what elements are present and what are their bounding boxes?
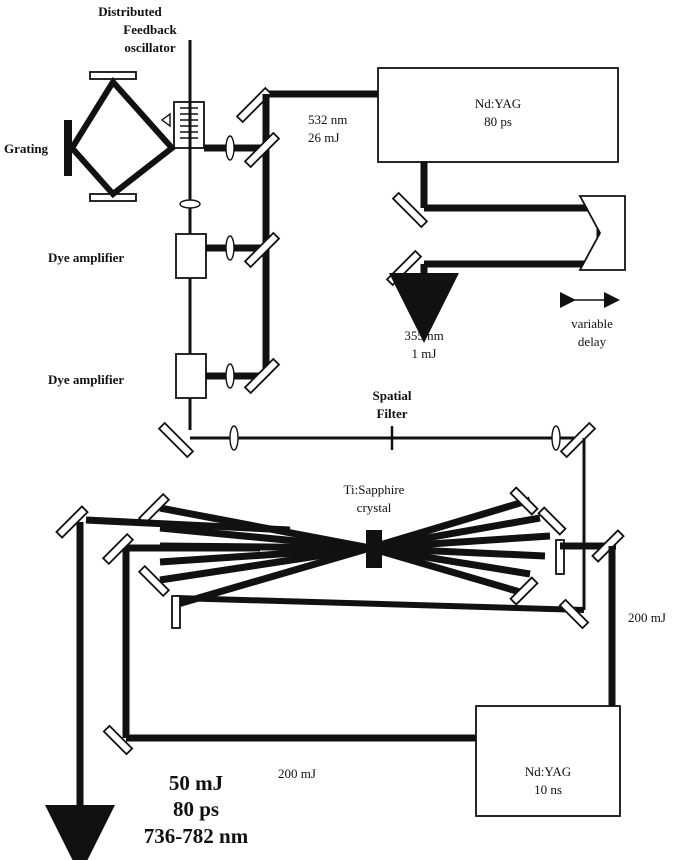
oscillator-beam-path xyxy=(68,77,177,199)
pump-mirror-3 xyxy=(243,357,281,395)
turning-mirror-sf-left xyxy=(157,421,195,459)
pump-bottom-label: 200 mJ xyxy=(278,766,316,781)
output-mirror xyxy=(55,505,89,539)
beam-355-label-line1: 355 nm xyxy=(404,328,443,343)
ndyag-bottom-label-line2: 10 ns xyxy=(534,782,562,797)
crystal-label-line1: Ti:Sapphire xyxy=(344,482,405,497)
pump-right-label: 200 mJ xyxy=(628,610,666,625)
output-label-line3: 736-782 nm xyxy=(144,824,249,848)
multipass-mirror-right-2 xyxy=(537,506,567,536)
pump-mirror-top xyxy=(235,86,273,124)
multipass-mirror-left-low xyxy=(171,595,181,629)
delay-label-line1: variable xyxy=(571,316,613,331)
output-label-line1: 50 mJ xyxy=(169,771,223,795)
multipass-mirror-right-3 xyxy=(555,539,565,575)
delay-mirror-1 xyxy=(391,191,429,229)
turning-mirror-sf-right xyxy=(559,421,597,459)
multipass-mirror-right-4 xyxy=(509,576,539,606)
pump-mirror-left-top xyxy=(101,532,135,566)
crystal-label-line2: crystal xyxy=(357,500,392,515)
multipass-mirror-left-bottom xyxy=(137,564,171,598)
beam-532-label-line2: 26 mJ xyxy=(308,130,339,145)
beam-355-label-line2: 1 mJ xyxy=(412,346,437,361)
output-label-line2: 80 ps xyxy=(173,797,219,821)
dye-amplifier-1-label: Dye amplifier xyxy=(48,250,124,265)
multipass-amplifier xyxy=(45,486,625,860)
spatial-filter-label-line2: Filter xyxy=(376,406,407,421)
beamsplitter-2 xyxy=(243,231,281,269)
dye-amplifier-2-label: Dye amplifier xyxy=(48,372,124,387)
delay-label-line2: delay xyxy=(578,334,607,349)
dye-amplifier-2 xyxy=(175,353,207,399)
return-mirror xyxy=(558,598,590,630)
dfb-label-line3: oscillator xyxy=(124,40,175,55)
delay-line xyxy=(385,162,626,343)
pump-mirror-left-bottom xyxy=(102,724,134,756)
multipass-mirror-right-1 xyxy=(509,486,539,516)
dye-amplifier-1 xyxy=(175,233,207,279)
ndyag-top-label-line1: Nd:YAG xyxy=(475,96,521,111)
ndyag-top-label-line2: 80 ps xyxy=(484,114,512,129)
beamsplitter-1 xyxy=(243,131,281,169)
beam-532-label-line1: 532 nm xyxy=(308,112,347,127)
delay-mirror-2 xyxy=(385,249,423,287)
ndyag-bottom-label-line1: Nd:YAG xyxy=(525,764,571,779)
ti-sapphire-crystal xyxy=(366,530,382,568)
grating xyxy=(64,120,72,176)
dfb-label-line2: Feedback xyxy=(123,22,177,37)
retroreflector xyxy=(578,195,626,271)
grating-label: Grating xyxy=(4,141,49,156)
ndyag-80ps-box xyxy=(377,67,619,163)
dfb-label-line1: Distributed xyxy=(98,4,162,19)
spatial-filter-label-line1: Spatial xyxy=(372,388,411,403)
spatial-filter-path xyxy=(157,421,597,613)
pump-532-path xyxy=(204,67,619,395)
ndyag-10ns-box xyxy=(475,705,621,817)
